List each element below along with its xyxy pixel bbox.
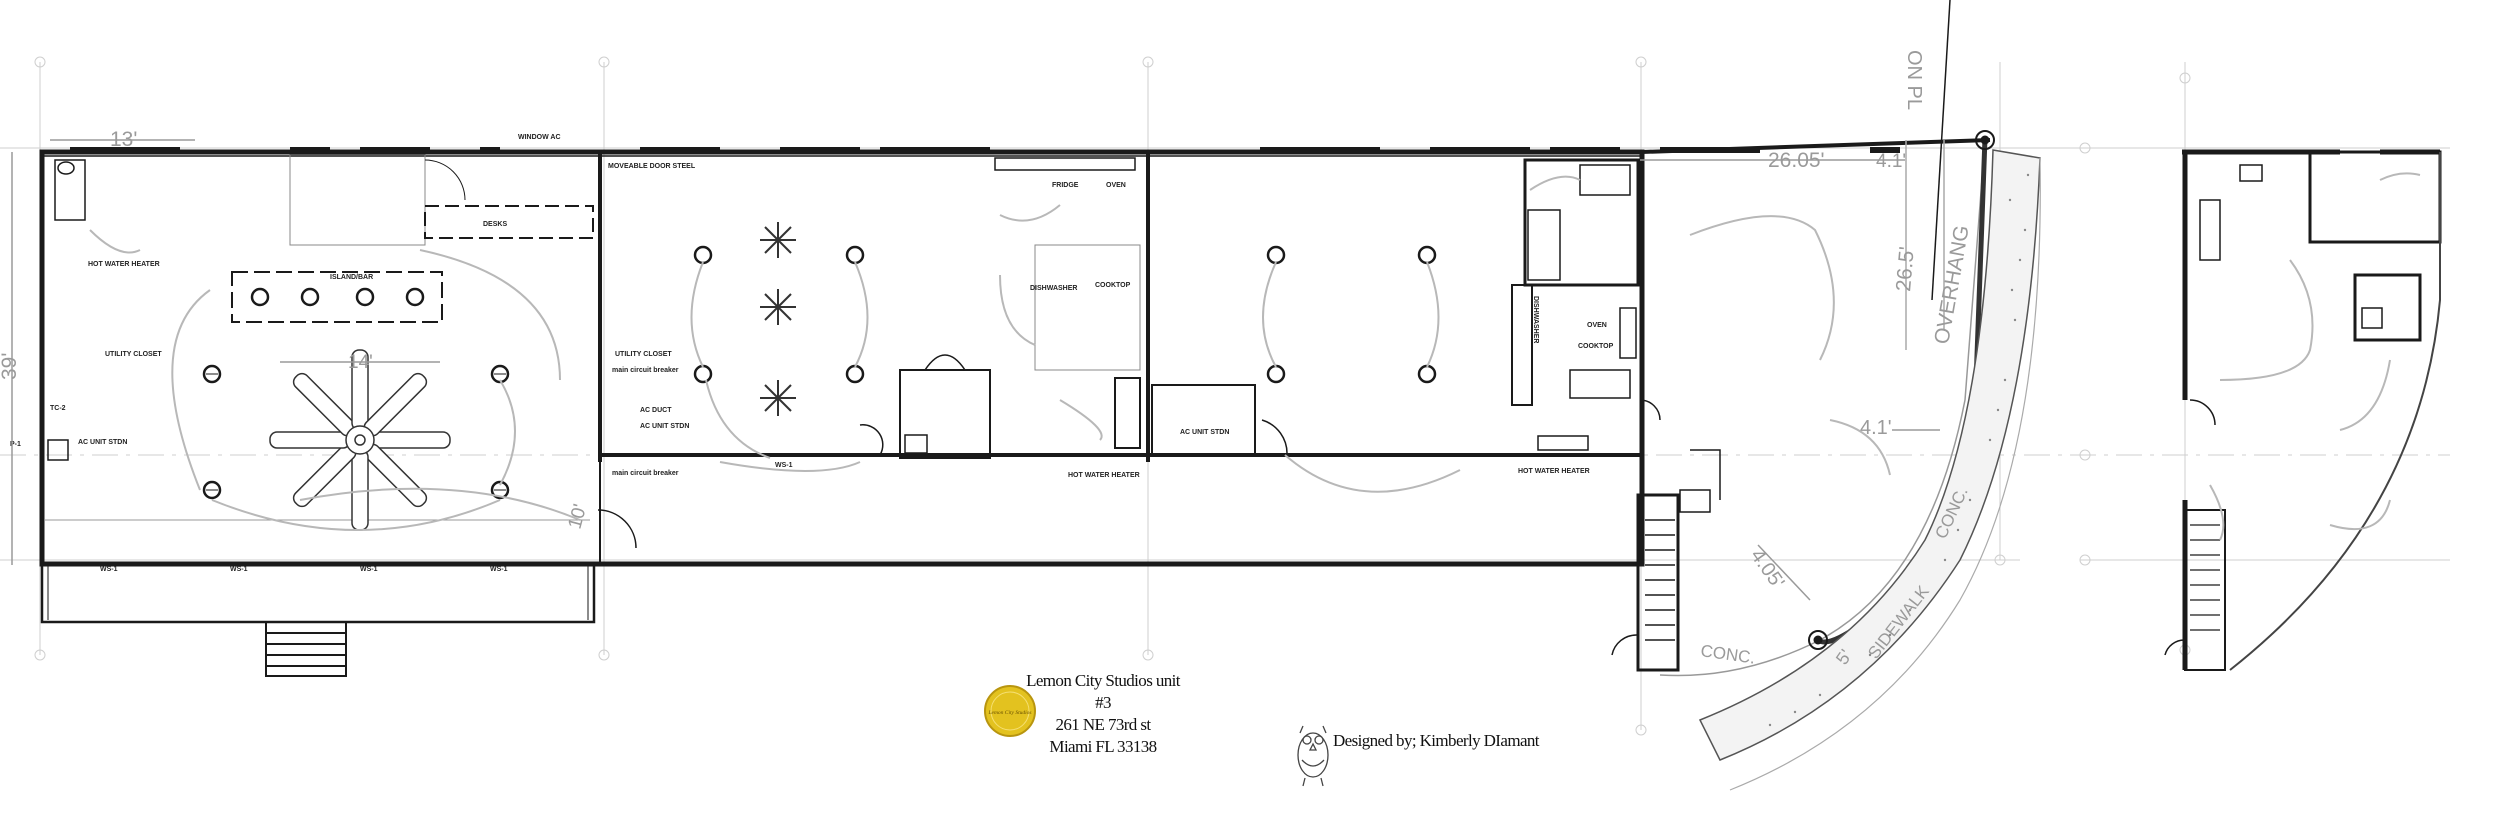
label-overhang: OVERHANG <box>1930 224 1974 346</box>
logo-text: Lemon City Studios <box>987 710 1031 716</box>
designer-credit: Designed by; Kimberly DIamant <box>1333 731 1540 750</box>
light-fixtures <box>202 245 1437 500</box>
label-island: ISLAND/BAR <box>330 274 373 281</box>
label-ac-3: AC UNIT STDN <box>1180 429 1229 436</box>
room-3 <box>1151 158 1640 456</box>
label-ws1-e: WS-1 <box>775 462 793 469</box>
label-breaker-2: main circuit breaker <box>612 470 679 477</box>
label-ws1-a: WS-1 <box>100 566 118 573</box>
label-cooktop-1: COOKTOP <box>1095 282 1131 289</box>
room-1 <box>45 154 594 521</box>
label-ac-duct: AC DUCT <box>640 407 672 414</box>
dim-top-right-small: 4.1' <box>1876 151 1906 172</box>
sidewalk-band <box>1698 149 2041 761</box>
main-building-walls <box>39 149 1645 567</box>
label-oven-2: OVEN <box>1587 322 1607 329</box>
fixture-marks <box>206 373 506 491</box>
room-3-labels: AC UNIT STDN DISHWASHER OVEN COOKTOP HOT… <box>1180 296 1614 475</box>
dimension-lines <box>11 139 1940 601</box>
city-line: Miami FL 33138 <box>1049 737 1157 756</box>
outer-road-edge <box>1729 157 2041 791</box>
dim-curve: 4.05' <box>1746 545 1789 593</box>
address-line: 261 NE 73rd st <box>1055 715 1151 734</box>
dim-fan-width: 14' <box>348 352 373 373</box>
label-breaker-1: main circuit breaker <box>612 367 679 374</box>
room-2 <box>859 157 1141 459</box>
wiring-lines <box>89 175 1891 531</box>
label-ws1-c: WS-1 <box>360 566 378 573</box>
label-door-steel: MOVEABLE DOOR STEEL <box>608 163 696 170</box>
label-utility-1: UTILITY CLOSET <box>105 351 162 358</box>
label-p1: P-1 <box>10 441 21 448</box>
annex-plan <box>2164 149 2442 671</box>
owl-illustration-icon <box>1297 725 1329 787</box>
dim-porch: 10' <box>565 502 592 531</box>
label-dishwasher-2: DISHWASHER <box>1532 296 1539 343</box>
label-tc2: TC-2 <box>50 405 66 412</box>
dim-left-height: 39' <box>0 353 21 380</box>
starburst-fixtures <box>760 222 796 416</box>
label-ac-2: AC UNIT STDN <box>640 423 689 430</box>
dim-top-left: 13' <box>110 128 137 151</box>
room-1-labels: HOT WATER HEATER UTILITY CLOSET AC UNIT … <box>10 134 561 573</box>
concrete-stipple <box>1768 173 2030 727</box>
annex-wiring <box>2209 172 2421 541</box>
label-conc-2: CONC. <box>1699 641 1756 667</box>
label-fridge: FRIDGE <box>1052 182 1079 189</box>
porch <box>40 509 637 677</box>
label-desks: DESKS <box>483 221 507 228</box>
dim-mid-right: 4.1' <box>1860 417 1892 439</box>
porch-stairs <box>265 621 347 677</box>
label-hot-water-3: HOT WATER HEATER <box>1518 468 1590 475</box>
label-hot-water-1: HOT WATER HEATER <box>88 261 160 268</box>
ceiling-fan-icon <box>269 349 451 531</box>
label-window-ac: WINDOW AC <box>518 134 561 141</box>
dimension-labels: 13' 39' 14' 10' 26.05' 4.1' 26.5' 4.1' 4… <box>0 128 1919 668</box>
lemon-city-logo: Lemon City Studios <box>984 685 1036 737</box>
dim-overhang-length: 26.5' <box>1892 246 1919 293</box>
title-block: Lemon City Studios unit #3 261 NE 73rd s… <box>1018 670 1188 758</box>
dim-top-right: 26.05' <box>1768 149 1825 172</box>
label-utility-2: UTILITY CLOSET <box>615 351 672 358</box>
label-ws1-b: WS-1 <box>230 566 248 573</box>
label-hot-water-2: HOT WATER HEATER <box>1068 472 1140 479</box>
label-street: ON PL <box>1903 50 1925 110</box>
project-name: Lemon City Studios unit #3 <box>1026 671 1180 712</box>
label-dishwasher-1: DISHWASHER <box>1030 285 1077 292</box>
label-ws1-d: WS-1 <box>490 566 508 573</box>
label-cooktop-2: COOKTOP <box>1578 343 1614 350</box>
room-2-labels: MOVEABLE DOOR STEEL UTILITY CLOSET main … <box>608 163 1140 479</box>
exterior-stairs <box>1645 519 1675 641</box>
label-ac-1: AC UNIT STDN <box>78 439 127 446</box>
label-oven: OVEN <box>1106 182 1126 189</box>
annex-stairs <box>2190 524 2220 631</box>
